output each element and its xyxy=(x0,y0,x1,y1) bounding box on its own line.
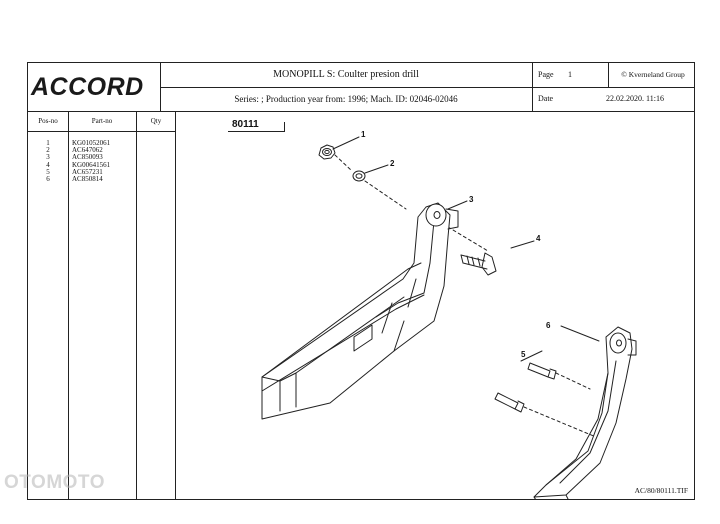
table-row-part: KG00641561 xyxy=(72,160,111,169)
date-label: Date xyxy=(538,94,554,103)
callout-1: 1 xyxy=(361,130,366,139)
accord-logo: ACCORD xyxy=(31,73,144,101)
column-divider xyxy=(136,111,137,499)
sheet-title: MONOPILL S: Coulter presion drill xyxy=(160,63,533,87)
nut-part-1 xyxy=(318,144,336,160)
diagram-reference: 80111 xyxy=(232,119,259,130)
callout-3: 3 xyxy=(469,195,474,204)
coulter-shoe-part-6 xyxy=(533,326,637,499)
watermark-logo: OTOMOTO xyxy=(4,472,105,493)
qty-header: Qty xyxy=(150,117,162,125)
reference-tick xyxy=(284,122,285,132)
header-divider xyxy=(28,131,176,132)
page-separator xyxy=(608,63,609,87)
page-number: 1 xyxy=(568,70,572,79)
file-name: AC/80/80111.TIF xyxy=(634,486,688,495)
header-row-1: MONOPILL S: Coulter presion drill Page 1… xyxy=(160,63,694,88)
table-row-part: AC850814 xyxy=(72,175,103,183)
table-row-part: AC657231 xyxy=(72,167,103,176)
table-row-pos: 6 xyxy=(46,175,50,183)
series-info: Series: ; Production year from: 1996; Ma… xyxy=(160,87,533,111)
sheet-header: ACCORD MONOPILL S: Coulter presion drill… xyxy=(28,63,694,112)
table-row-part: KG01052061 xyxy=(72,139,111,147)
reference-underline xyxy=(228,131,284,132)
column-divider xyxy=(68,111,69,499)
table-row-part: AC647062 xyxy=(72,146,103,155)
bolt-part-4 xyxy=(460,252,497,276)
callout-4: 4 xyxy=(536,234,541,243)
callout-5: 5 xyxy=(521,350,526,359)
table-row-pos: 5 xyxy=(46,167,50,176)
washer-part-2 xyxy=(352,170,366,182)
table-row-pos: 1 xyxy=(46,139,50,147)
date-value: 22.02.2020. 11:16 xyxy=(606,94,664,103)
exploded-diagram: 80111 xyxy=(176,111,694,499)
part-no-header: Part-no xyxy=(91,117,113,125)
parts-drawing: 1 2 3 4 5 6 xyxy=(261,130,637,499)
callout-6: 6 xyxy=(546,321,551,330)
parts-table: Pos-no Part-no Qty 1 KG01052061 2 AC6470… xyxy=(28,111,176,499)
bolts-part-5 xyxy=(494,362,557,413)
table-row-pos: 4 xyxy=(46,160,50,169)
table-row-pos: 2 xyxy=(46,146,50,155)
page-label: Page xyxy=(538,70,554,79)
coulter-arm-part-3 xyxy=(261,202,459,420)
table-row-part: AC850093 xyxy=(72,153,103,162)
copyright-text: © Kverneland Group xyxy=(621,70,685,79)
logo-cell: ACCORD xyxy=(28,63,161,111)
callout-2: 2 xyxy=(390,159,395,168)
parts-sheet: ACCORD MONOPILL S: Coulter presion drill… xyxy=(27,62,695,500)
table-row-pos: 3 xyxy=(46,153,50,162)
header-row-2: Series: ; Production year from: 1996; Ma… xyxy=(160,87,694,111)
pos-no-header: Pos-no xyxy=(38,117,58,125)
column-divider xyxy=(175,111,176,499)
